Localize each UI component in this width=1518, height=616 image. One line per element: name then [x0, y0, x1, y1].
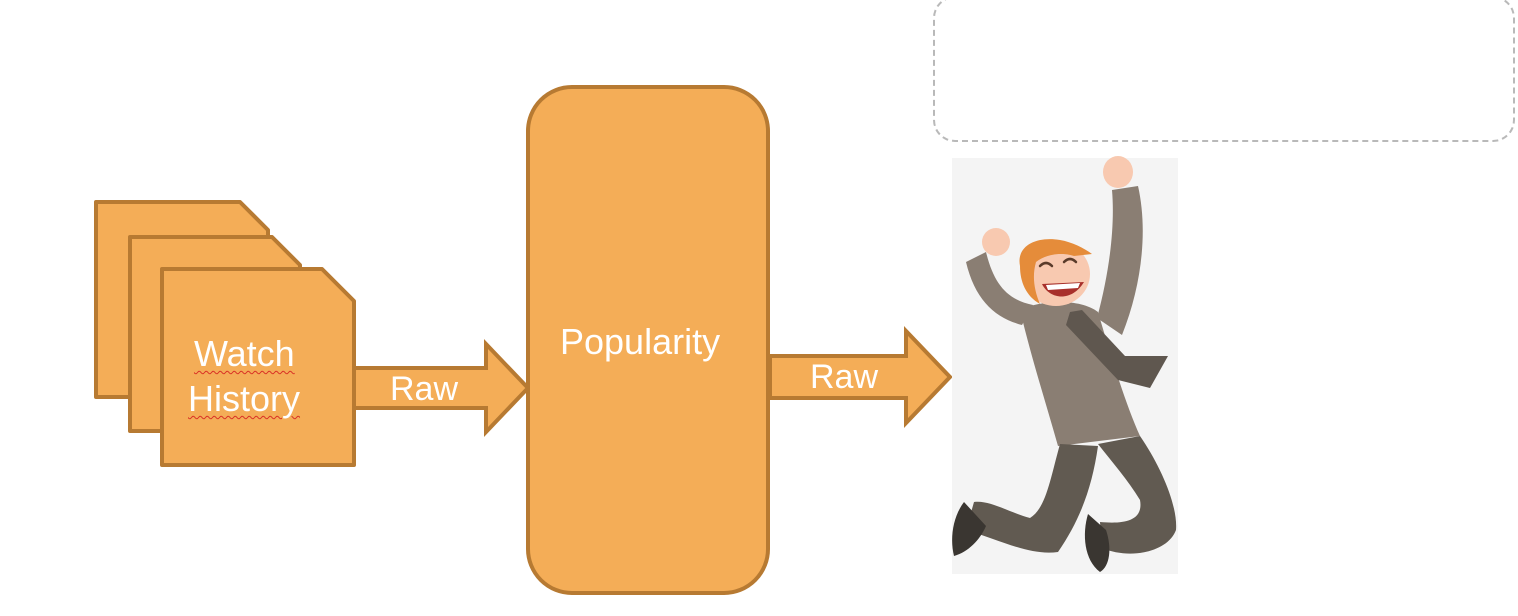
person-tie — [1066, 310, 1168, 388]
arrow-raw-out — [768, 326, 953, 428]
arrow-out-label: Raw — [810, 358, 879, 396]
arrow-in-label: Raw — [390, 370, 459, 408]
person-right-leg — [1098, 436, 1177, 554]
person-right-fist — [1103, 156, 1133, 188]
person-hair — [1019, 239, 1092, 304]
person-left-fist — [982, 228, 1010, 256]
documents-label-history: History — [188, 378, 301, 419]
person-left-leg — [966, 444, 1098, 553]
person-left-arm — [966, 252, 1033, 325]
arrow-raw-in — [352, 339, 531, 437]
person-eyes — [1038, 257, 1078, 268]
person-left-shoe — [952, 502, 986, 556]
happy-jumping-person-icon — [952, 156, 1178, 574]
person-teeth — [1046, 283, 1080, 290]
documents-label-watch: Watch — [194, 333, 295, 374]
watch-history-documents — [94, 200, 356, 467]
process-label: Popularity — [560, 321, 721, 362]
person-right-shoe — [1084, 514, 1110, 572]
popularity-process-box — [526, 85, 770, 595]
person-right-arm — [1097, 186, 1143, 335]
empty-callout-box[interactable] — [933, 0, 1515, 142]
person-torso — [1020, 302, 1140, 446]
